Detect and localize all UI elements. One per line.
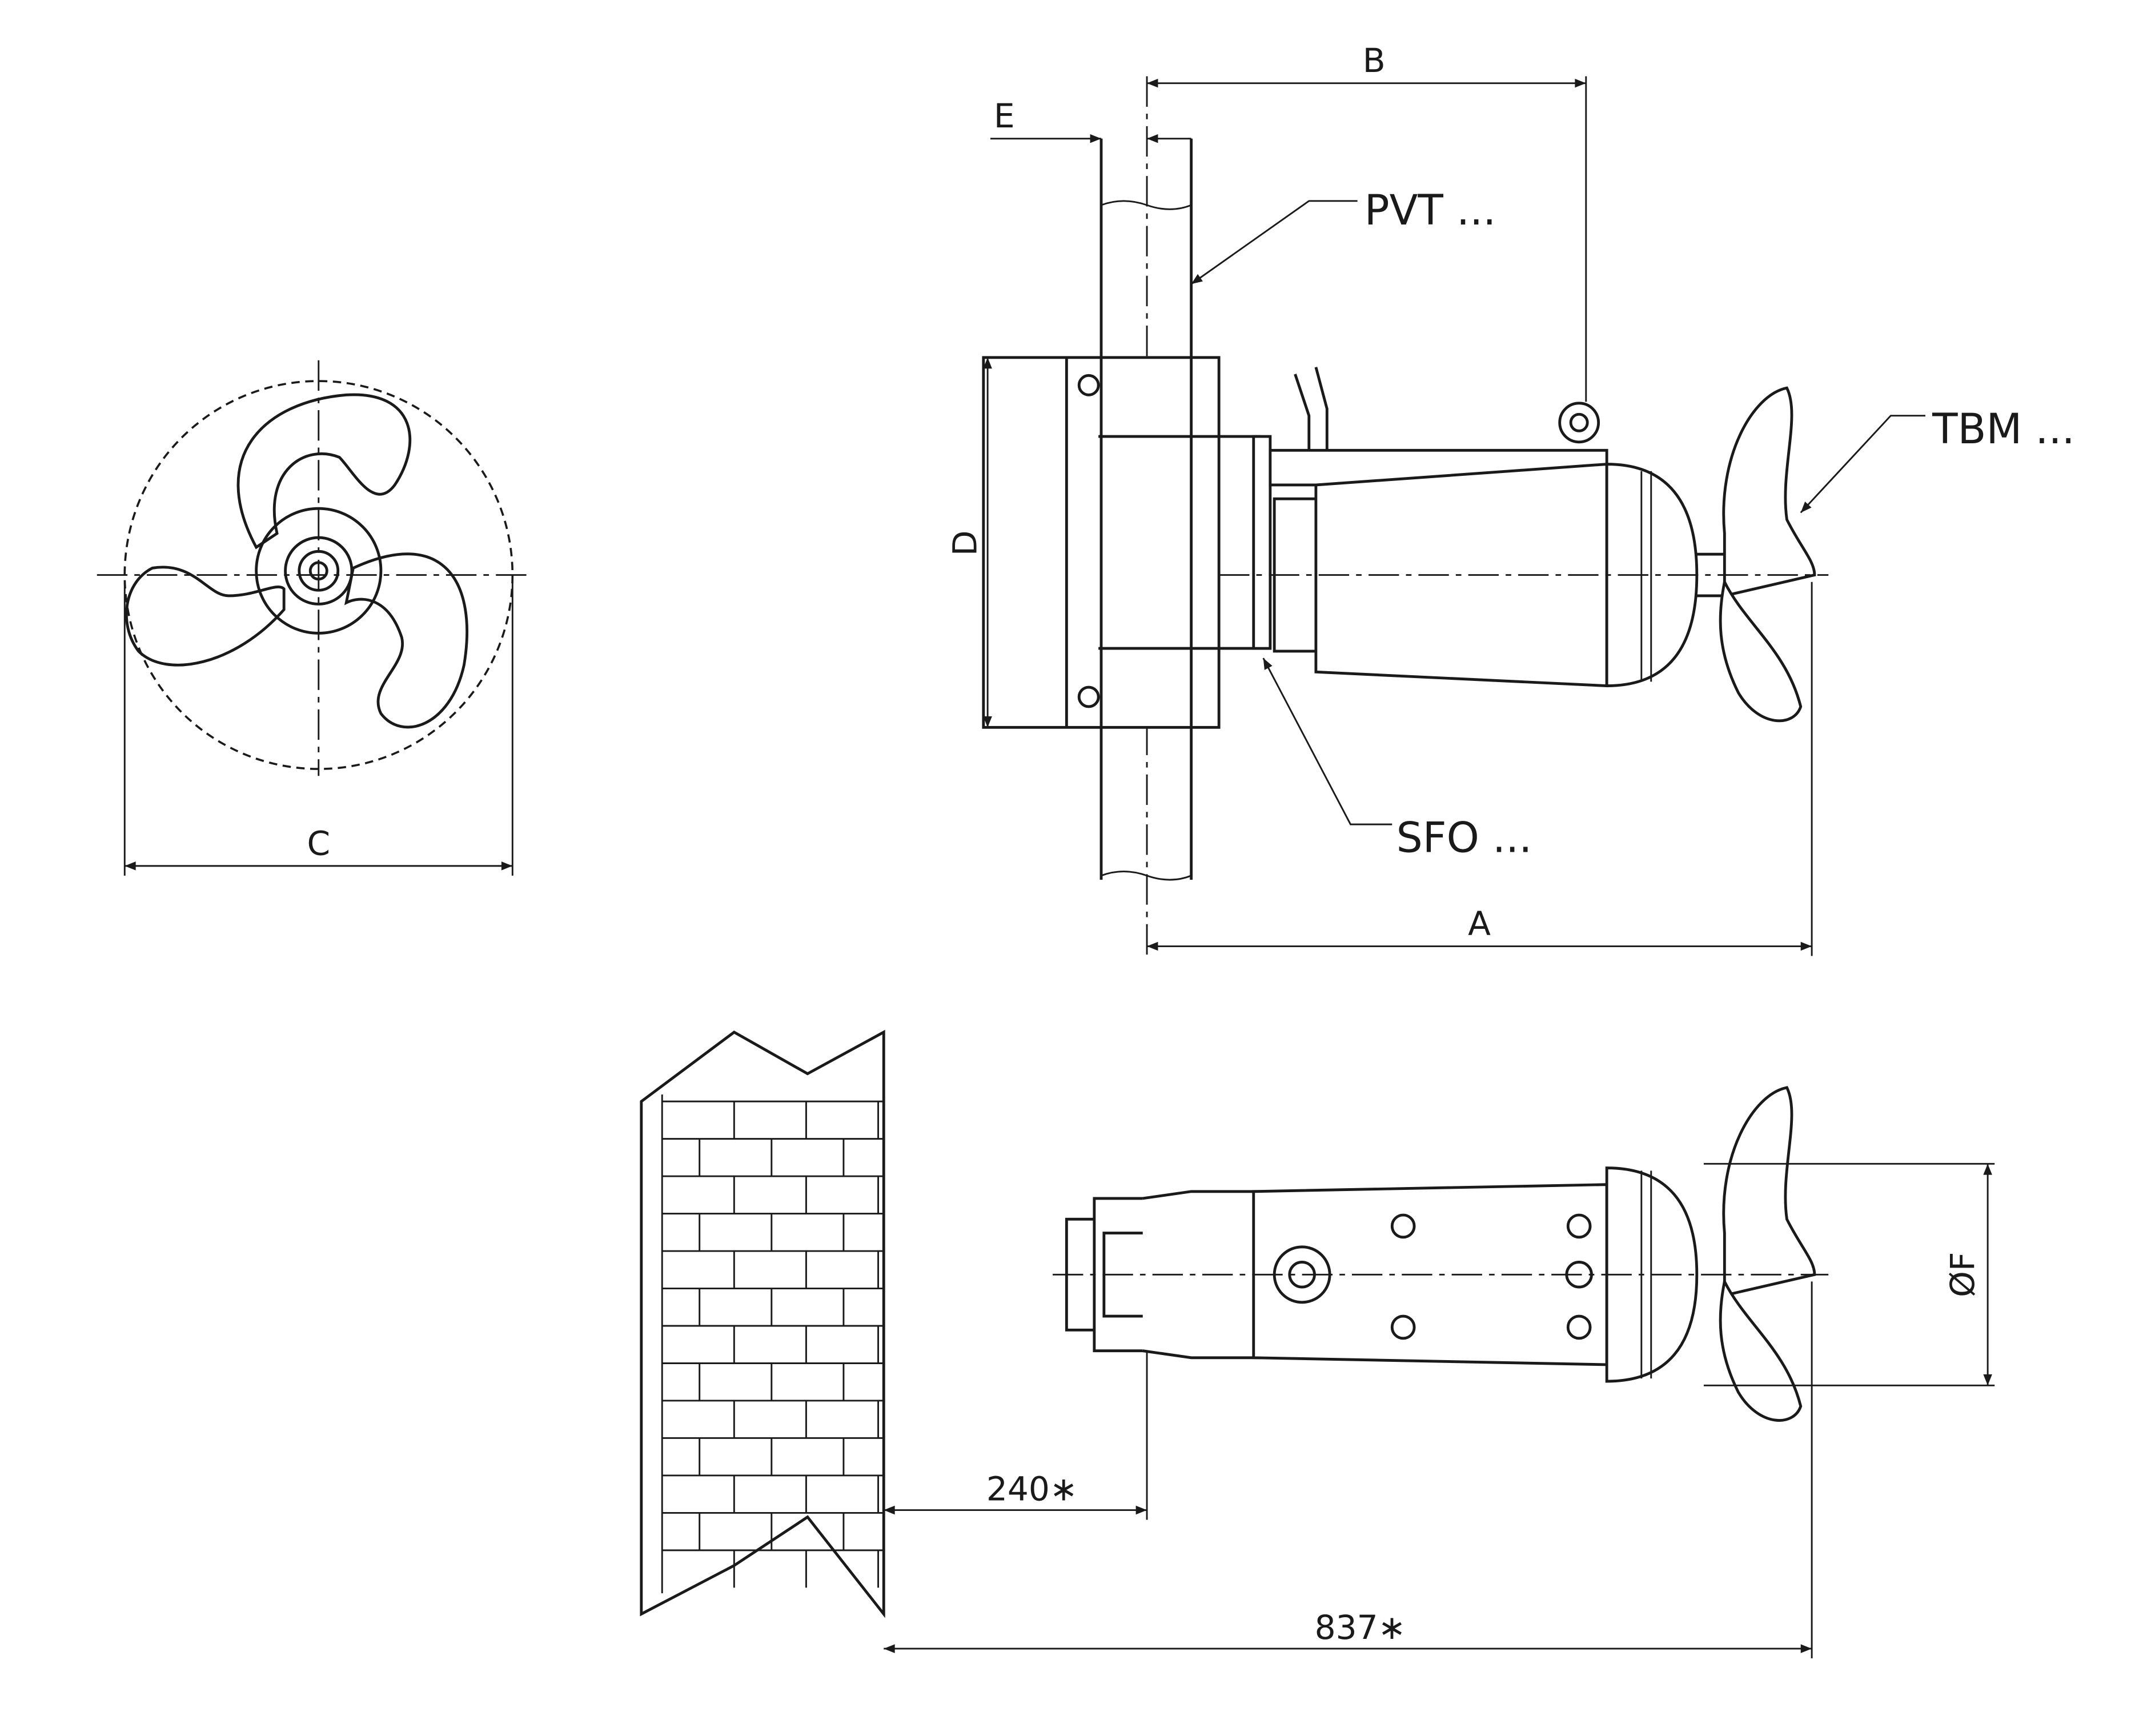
dimension-240-label: 240∗ xyxy=(986,1470,1078,1509)
propeller-blades xyxy=(125,393,469,729)
propeller xyxy=(1722,386,1816,598)
dimension-a-label: A xyxy=(1468,904,1491,943)
callout-tbm: TBM ... xyxy=(1932,405,2075,454)
lifting-eye xyxy=(1558,402,1600,444)
front-view: C xyxy=(97,360,533,876)
dimension-b-label: B xyxy=(1363,41,1386,80)
dimension-f-label: ØF xyxy=(1943,1252,1982,1297)
dimension-d-label: D xyxy=(946,530,985,556)
dimension-e-label: E xyxy=(994,97,1015,135)
callout-pvt: PVT ... xyxy=(1365,186,1496,235)
top-view: ØF 240∗ 837∗ xyxy=(640,1029,1995,1659)
brick-wall xyxy=(640,1029,885,1618)
dimension-837-label: 837∗ xyxy=(1315,1608,1406,1647)
dimension-c-label: C xyxy=(307,824,330,863)
side-view: B E D A PVT ... TBM ... SFO ... xyxy=(946,41,2075,956)
callout-sfo: SFO ... xyxy=(1396,814,1532,863)
